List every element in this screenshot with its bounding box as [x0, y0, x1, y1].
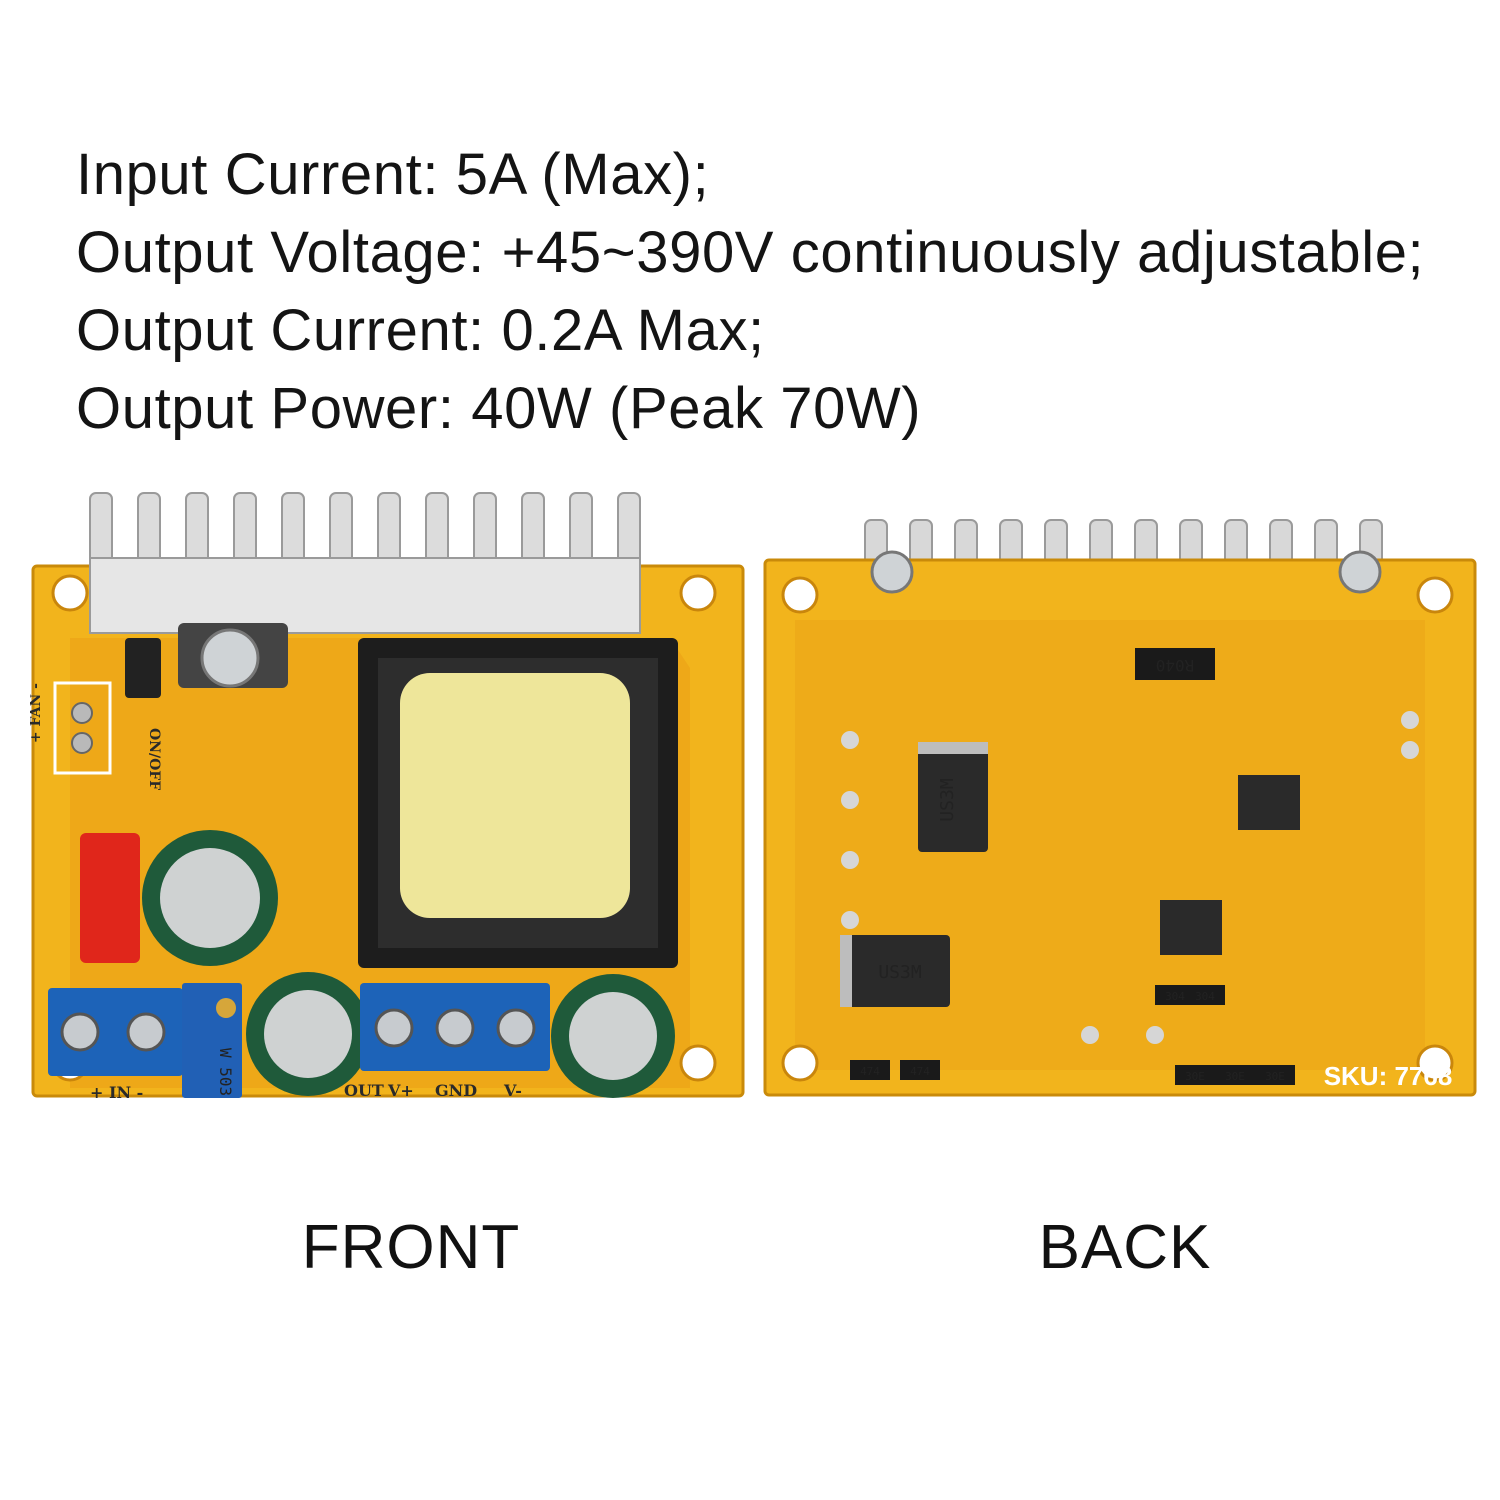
front-board-image: ON/OFF + FAN - + IN - W 503 OUT V+ G	[30, 492, 745, 1102]
pot-marking: W 503	[216, 1048, 235, 1096]
diode-top-marking: US3M	[937, 778, 958, 822]
screw-icon	[870, 550, 914, 594]
resistor-mark: 30E	[1225, 1070, 1245, 1083]
ic-chip	[1238, 775, 1300, 830]
power-switch	[125, 638, 161, 698]
resistor-mark: 30E	[1265, 1070, 1285, 1083]
vplus-label: V+	[387, 1081, 414, 1100]
resistor-mark: 474	[910, 1065, 930, 1078]
capacitor-3	[551, 974, 675, 1098]
shunt-resistor	[1135, 648, 1215, 680]
resistor-mark: 304	[1195, 990, 1215, 1003]
spec-list: Input Current: 5A (Max); Output Voltage:…	[76, 136, 1424, 448]
capacitor-1	[142, 830, 278, 966]
diode-bottom	[840, 935, 950, 1007]
resistor-mark: 474	[860, 1065, 880, 1078]
fuse	[80, 833, 140, 963]
solder-pads	[841, 711, 1419, 1044]
front-caption: FRONT	[301, 1213, 521, 1282]
out-label: OUT	[344, 1081, 384, 1100]
transformer	[358, 638, 678, 968]
spec-output-current: Output Current: 0.2A Max;	[76, 298, 765, 363]
diode-bottom-marking: US3M	[878, 962, 922, 983]
shunt-marking: R040	[1156, 656, 1195, 675]
spec-input-current: Input Current: 5A (Max);	[76, 142, 710, 207]
smd-resistors	[850, 985, 1295, 1085]
potentiometer	[182, 983, 242, 1098]
output-terminal	[360, 983, 550, 1071]
screw-icon	[1338, 550, 1382, 594]
gnd-label: GND	[435, 1081, 477, 1100]
in-label: + IN -	[90, 1083, 143, 1102]
mounting-holes	[781, 576, 1454, 1082]
sku-label: SKU: 7768	[1324, 1061, 1453, 1091]
vminus-label: V-	[503, 1081, 522, 1100]
fan-label: + FAN -	[30, 683, 44, 743]
screw-icon	[200, 628, 260, 688]
back-caption: BACK	[1038, 1213, 1212, 1282]
spec-output-voltage: Output Voltage: +45~390V continuously ad…	[76, 220, 1425, 285]
switch-label: ON/OFF	[146, 728, 162, 790]
input-terminal	[48, 988, 183, 1076]
spec-output-power: Output Power: 40W (Peak 70W)	[76, 376, 922, 441]
ic-chip	[1160, 900, 1222, 955]
diode-top	[918, 742, 988, 852]
back-board-image: R040 US3M US3M 474 474 304 304 30E 30E 3…	[763, 519, 1477, 1097]
resistor-mark: 30E	[1185, 1070, 1205, 1083]
capacitor-2	[246, 972, 370, 1096]
resistor-mark: 304	[1165, 990, 1185, 1003]
